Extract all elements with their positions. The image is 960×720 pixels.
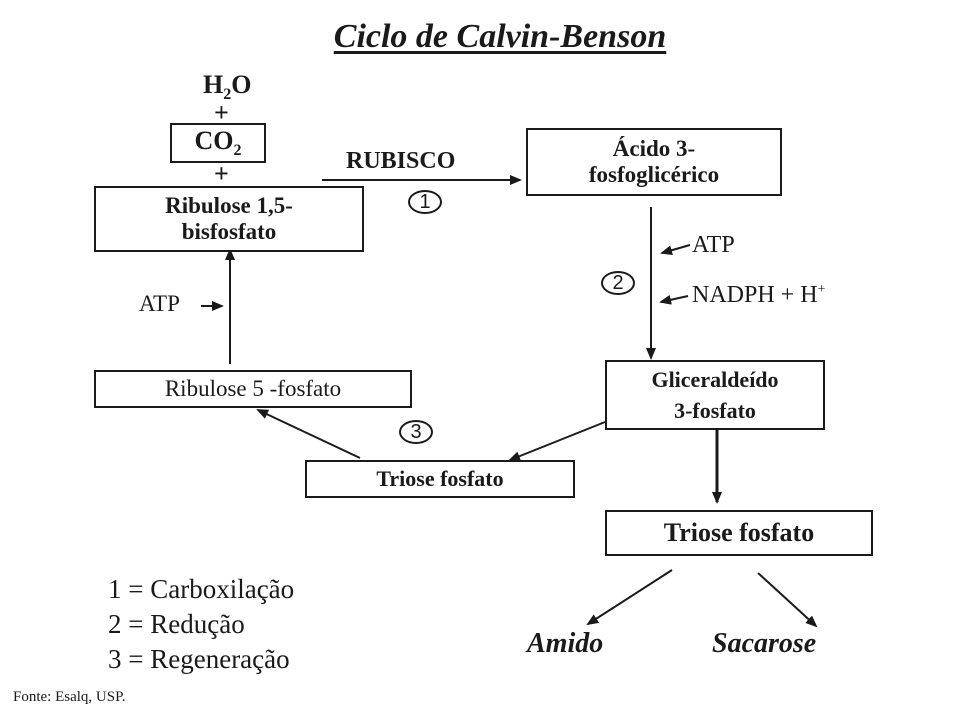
arrow-g3p-to-triose-left	[508, 421, 606, 461]
diagram-title: Ciclo de Calvin-Benson	[333, 18, 667, 55]
source-note: Fonte: Esalq, USP.	[13, 689, 126, 705]
plus-sign-1: +	[214, 98, 229, 127]
arrow-nadph	[659, 294, 689, 305]
legend-item-1: 1 = Carboxilação	[108, 574, 295, 604]
water-label: H2O	[203, 70, 252, 104]
legend-item-3: 3 = Regeneração	[108, 644, 290, 674]
arrow-to-sacarose	[757, 572, 818, 628]
arrow-to-amido	[586, 569, 673, 626]
step-2-marker: 2	[601, 271, 635, 295]
co2-box: CO2	[170, 123, 266, 163]
nadph-label: NADPH + H+	[692, 282, 826, 308]
product-amido: Amido	[527, 628, 604, 659]
atp-left-label: ATP	[139, 291, 180, 316]
rubp-box: Ribulose 1,5-bisfosfato	[94, 186, 364, 252]
plus-sign-2: +	[214, 159, 229, 188]
arrow-triose-to-ru5p	[256, 409, 361, 459]
legend: 1 = Carboxilação 2 = Redução 3 = Regener…	[108, 574, 294, 675]
step-3-marker: 3	[399, 420, 433, 444]
rubisco-label: RUBISCO	[346, 148, 456, 174]
product-sacarose: Sacarose	[712, 628, 817, 659]
triose-right-box: Triose fosfato	[605, 510, 873, 556]
legend-item-2: 2 = Redução	[108, 609, 245, 639]
ru5p-box: Ribulose 5 -fosfato	[94, 370, 412, 408]
step-1-marker: 1	[408, 190, 442, 214]
triose-left-box: Triose fosfato	[305, 460, 575, 498]
pga-box: Ácido 3-fosfoglicérico	[526, 128, 782, 196]
atp-right-label: ATP	[692, 232, 735, 258]
arrow-atp-right	[660, 244, 691, 256]
